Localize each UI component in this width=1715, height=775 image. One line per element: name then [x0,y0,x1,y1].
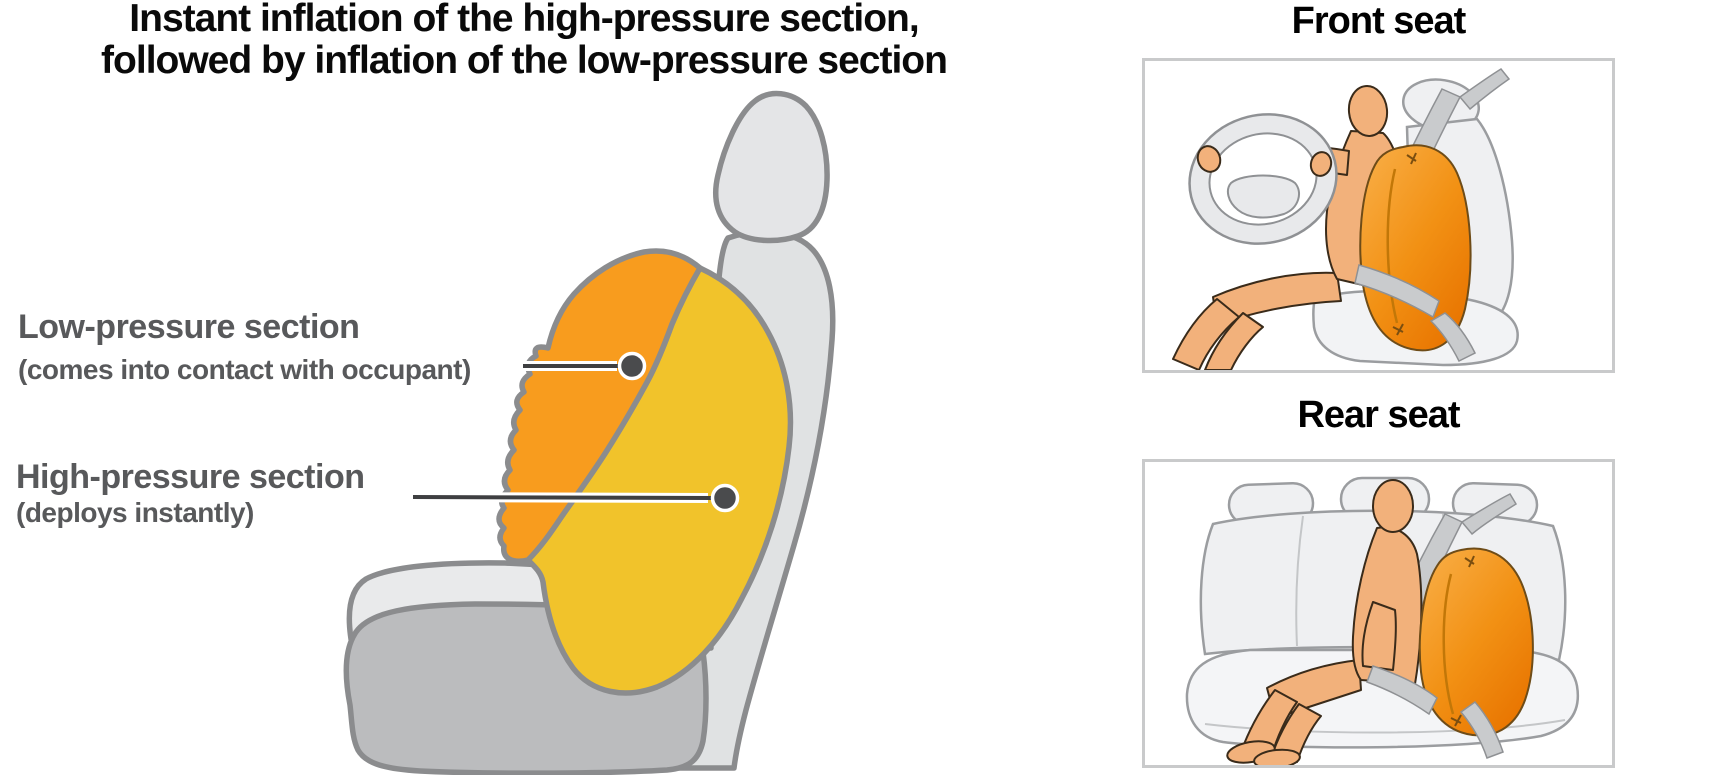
front-seat-illustration [1172,68,1519,370]
airbag-low-pressure-section [496,248,703,564]
front-airbag-mark-bottom [1392,323,1404,336]
figure-title-line1: Instant inflation of the high-pressure s… [129,0,919,40]
rear-seatbelt-anchor [1460,493,1518,536]
headrest [713,90,830,244]
figure-title: Instant inflation of the high-pressure s… [0,0,1048,82]
rear-occupant-foot-2 [1253,748,1301,765]
front-occupant-head [1347,85,1389,137]
leader-low-pressure [523,351,647,381]
front-seat-title: Front seat [1291,0,1467,42]
high-pressure-note: (deploys instantly) [16,497,254,528]
rear-seat-title: Rear seat [1297,394,1460,436]
leader-high-dot [710,483,740,513]
seat-airbag-diagram [343,90,836,775]
rear-airbag-seam [1442,573,1455,715]
rear-occupant-head [1372,479,1414,533]
rear-airbag [1418,547,1534,737]
steering-wheel [1188,113,1338,245]
leader-low-dot [617,351,647,381]
leader-high-line [412,495,713,500]
rear-seat-panel [1142,459,1615,768]
front-airbag-seam [1386,168,1399,324]
front-hand-left [1196,145,1222,173]
front-seatbelt-lower [1429,312,1477,363]
rear-seatbelt-lower [1459,700,1504,759]
front-airbag [1359,144,1472,352]
front-seatbelt-lap [1354,264,1440,319]
rear-airbag-mark-bottom [1450,714,1462,727]
front-occupant-shin [1172,298,1240,370]
front-occupant-hands [1196,145,1333,177]
front-airbag-mark-top [1406,152,1417,165]
front-hand-right [1309,151,1333,177]
high-pressure-label: High-pressure section [16,458,365,496]
steering-wheel-hub [1226,174,1300,219]
front-seatbelt-anchor [1458,68,1511,111]
rear-airbag-mark-top [1464,555,1475,568]
low-pressure-note: (comes into contact with occupant) [18,354,471,385]
rear-cushion-edge [1204,719,1566,734]
rear-occupant [1226,479,1423,765]
rear-seatbelt-lap [1366,665,1438,716]
leader-high-pressure [412,483,740,513]
front-seat-panel [1142,58,1615,373]
low-pressure-label: Low-pressure section [18,308,360,346]
rear-seat-illustration [1185,476,1580,765]
front-occupant-shin-2 [1204,312,1264,370]
figure-title-line2: followed by inflation of the low-pressur… [101,39,948,82]
